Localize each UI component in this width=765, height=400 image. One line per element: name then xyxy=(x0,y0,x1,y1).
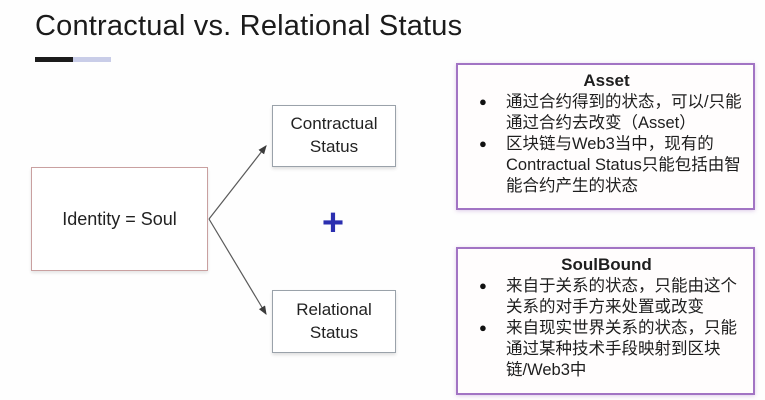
soulbound-panel: SoulBound 来自于关系的状态，只能由这个关系的对手方来处置或改变 来自现… xyxy=(456,247,755,395)
relational-status-label: Relational Status xyxy=(296,299,372,342)
asset-panel-title: Asset xyxy=(583,71,630,90)
soulbound-bullet-list: 来自于关系的状态，只能由这个关系的对手方来处置或改变 来自现实世界关系的状态，只… xyxy=(466,276,747,381)
plus-sign: + xyxy=(321,202,345,244)
underline-dark-segment xyxy=(35,57,73,62)
soulbound-panel-title: SoulBound xyxy=(561,255,652,274)
arrow-to-contractual xyxy=(208,145,267,220)
bullet-item: 来自于关系的状态，只能由这个关系的对手方来处置或改变 xyxy=(478,276,745,318)
identity-soul-box: Identity = Soul xyxy=(31,167,208,271)
title-underline xyxy=(35,57,111,62)
page-title: Contractual vs. Relational Status xyxy=(35,10,463,42)
asset-bullet-list: 通过合约得到的状态，可以/只能通过合约去改变（Asset） 区块链与Web3当中… xyxy=(466,92,747,197)
contractual-status-box: Contractual Status xyxy=(272,105,396,167)
relational-status-box: Relational Status xyxy=(272,290,396,353)
bullet-item: 区块链与Web3当中，现有的Contractual Status只能包括由智能合… xyxy=(478,134,745,197)
contractual-status-label: Contractual Status xyxy=(290,114,378,156)
asset-panel: Asset 通过合约得到的状态，可以/只能通过合约去改变（Asset） 区块链与… xyxy=(456,63,755,210)
bullet-item: 通过合约得到的状态，可以/只能通过合约去改变（Asset） xyxy=(478,92,745,134)
underline-light-segment xyxy=(73,57,111,62)
arrow-to-relational xyxy=(208,218,267,316)
bullet-item: 来自现实世界关系的状态，只能通过某种技术手段映射到区块链/Web3中 xyxy=(478,318,745,381)
identity-soul-label: Identity = Soul xyxy=(62,208,177,229)
